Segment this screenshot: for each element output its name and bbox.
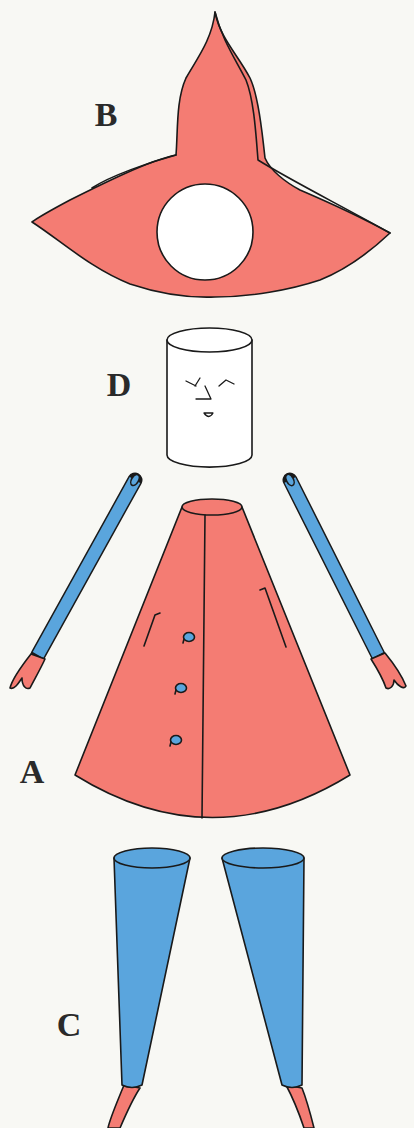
part-letter: A bbox=[20, 755, 45, 789]
legs bbox=[108, 848, 314, 1128]
part-letter: B bbox=[95, 98, 118, 132]
head-cylinder bbox=[167, 328, 252, 467]
part-letter: C bbox=[57, 1008, 82, 1042]
coat-cone bbox=[75, 499, 350, 818]
part-letter: D bbox=[107, 368, 132, 402]
hat bbox=[32, 12, 390, 297]
